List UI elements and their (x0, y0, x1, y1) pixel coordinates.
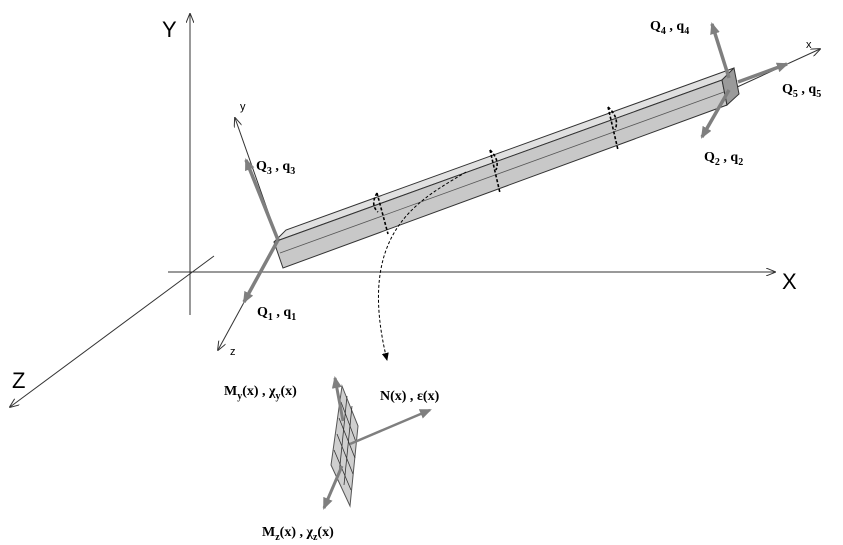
q5-arrow (737, 62, 789, 84)
global-z-label: Z (12, 368, 25, 393)
q1-arrow (242, 239, 280, 304)
local-z-label: z (230, 346, 236, 358)
global-axes: X Y Z (10, 14, 797, 407)
dof-labels: Q1 , q1 Q2 , q2 Q3 , q3 Q4 , q4 Q5 , q5 (256, 19, 821, 323)
local-y-label: y (240, 101, 246, 113)
local-x-label: x (806, 39, 812, 51)
global-x-label: X (782, 269, 797, 294)
section-1 (372, 192, 389, 235)
global-z-axis (10, 255, 215, 407)
section-grid (333, 395, 357, 491)
My-arrow (331, 376, 345, 422)
dof-label-2: Q2 , q2 (704, 150, 743, 168)
dof-arrows (242, 22, 789, 304)
beam-element (273, 66, 740, 269)
section-2 (489, 149, 501, 194)
Mz-arrow (322, 465, 344, 510)
section-pointer (377, 171, 467, 361)
N-label: N(x) , ε(x) (380, 389, 440, 404)
q2-arrow (700, 89, 731, 139)
dof-label-5: Q5 , q5 (782, 82, 821, 100)
N-arrow (349, 408, 432, 446)
beam-sections (372, 106, 619, 235)
cross-section-detail: My(x) , χy(x) N(x) , ε(x) Mz(x) , χz(x) (224, 376, 440, 543)
q3-arrow (244, 158, 280, 241)
global-y-label: Y (162, 17, 177, 42)
dof-label-3: Q3 , q3 (256, 159, 295, 177)
beam-top-face (273, 67, 735, 243)
dof-label-1: Q1 , q1 (257, 305, 296, 323)
dof-label-4: Q4 , q4 (650, 19, 689, 37)
section-3 (607, 106, 619, 151)
q4-arrow (710, 22, 731, 79)
beam-front-face (273, 79, 728, 269)
My-label: My(x) , χy(x) (224, 384, 297, 402)
beam-edge-line (279, 91, 725, 254)
Mz-label: Mz(x) , χz(x) (262, 525, 334, 543)
section-plane (330, 384, 359, 508)
